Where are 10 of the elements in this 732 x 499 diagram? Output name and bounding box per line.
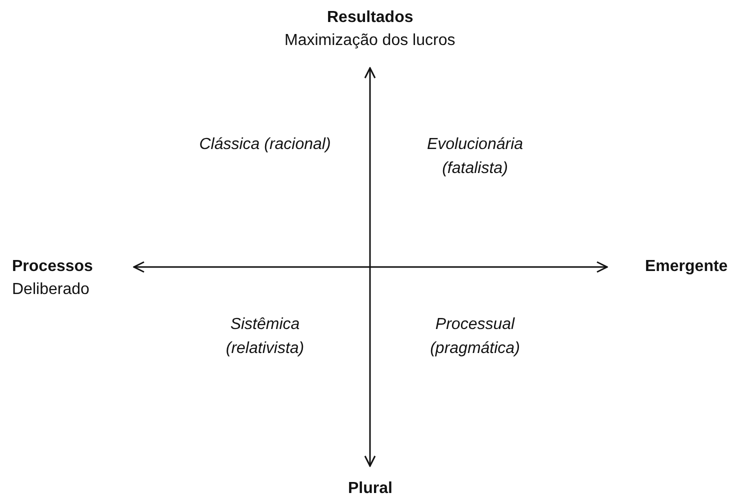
quadrant-label: Processual (pragmática): [429, 315, 521, 359]
axis-description: Deliberado: [12, 280, 90, 300]
axis-title: Plural: [348, 479, 392, 499]
axis-title: Processos: [12, 257, 93, 277]
axis-description: Maximização dos lucros: [284, 31, 456, 51]
quadrant-label: Sistêmica (relativista): [224, 315, 306, 359]
axis-title: Emergente: [645, 257, 728, 277]
quadrant-label: Clássica (racional): [198, 135, 332, 155]
quadrant-label: Evolucionária (fatalista): [426, 135, 524, 179]
axis-title: Resultados: [327, 8, 414, 28]
